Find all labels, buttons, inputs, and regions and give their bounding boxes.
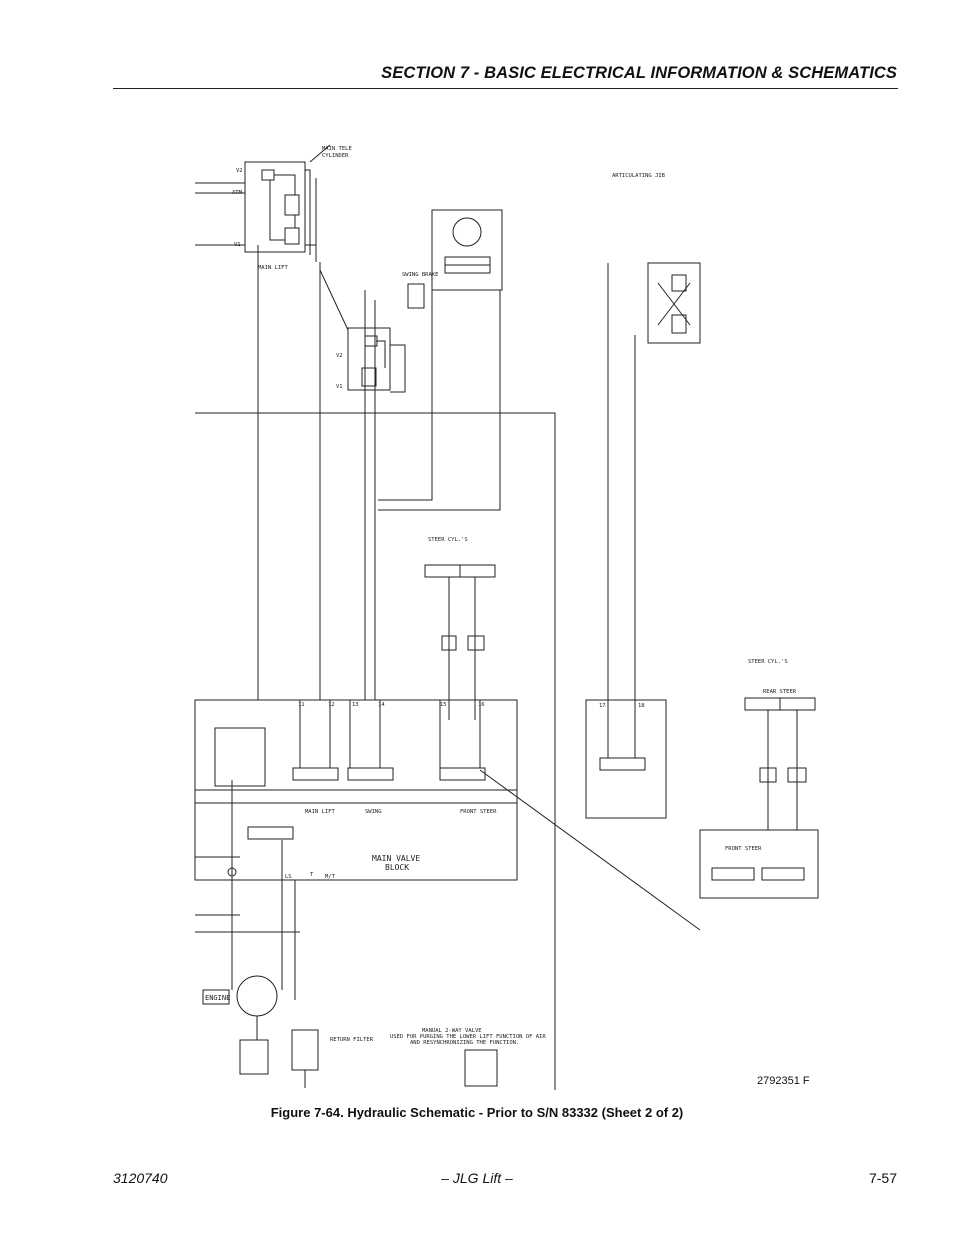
rear-steer-cyls-label: STEER CYL.'S [748, 659, 788, 665]
doc-number: 3120740 [113, 1170, 168, 1186]
swing-section-label: SWING [365, 809, 382, 815]
articulating-jib-valve [647, 262, 701, 344]
front-steer-cylinders [424, 564, 496, 720]
swing-brake-label: SWING BRAKE [402, 272, 438, 278]
engine-label: ENGINE [205, 994, 230, 1002]
section-title: SECTION 7 - BASIC ELECTRICAL INFORMATION… [381, 64, 897, 82]
main-tele-cylinder-label: CYLINDER [322, 153, 349, 159]
main-valve-block-label-2: BLOCK [385, 863, 409, 872]
main-valve-block [194, 699, 518, 881]
front-steer-valve-label: FRONT STEER [725, 846, 762, 852]
manual-valve-line1: MANUAL 2-WAY VALVE [422, 1028, 482, 1034]
main-lift-valve [347, 327, 406, 393]
port-v2-lift: V2 [336, 353, 343, 359]
port-13: 13 [352, 702, 359, 708]
figure-caption: Figure 7-64. Hydraulic Schematic - Prior… [270, 1105, 684, 1120]
port-v2-tele: V2 [236, 168, 243, 174]
articulating-jib-section [585, 699, 667, 819]
port-18: 18 [638, 703, 645, 709]
header-rule [113, 88, 898, 89]
manual-valve-line2: USED FOR PURGING THE LOWER LIFT FUNCTION… [390, 1034, 546, 1040]
articulating-jib-label: ARTICULATING JIB [612, 173, 666, 179]
main-valve-block-label-1: MAIN VALVE [372, 854, 420, 863]
port-14: 14 [378, 702, 385, 708]
drawing-number: 2792351 F [757, 1075, 810, 1087]
steer-valve-block [699, 829, 819, 899]
rear-steer-label: REAR STEER [763, 689, 797, 695]
port-mt: M/T [325, 874, 336, 880]
port-12: 12 [328, 702, 335, 708]
main-tele-label: MAIN TELE [322, 146, 352, 152]
main-tele-valve [244, 161, 317, 262]
port-17: 17 [599, 703, 606, 709]
port-v1-lift: V1 [336, 384, 343, 390]
port-11: 11 [298, 702, 305, 708]
port-ls: LS [285, 874, 292, 880]
port-15: 15 [440, 702, 447, 708]
front-steer-cyls-label: STEER CYL.'S [428, 537, 468, 543]
swing-motor [407, 209, 503, 309]
main-lift-label: MAIN LIFT [258, 265, 288, 271]
return-filter-label: RETURN FILTER [330, 1037, 374, 1043]
front-steer-label: FRONT STEER [460, 809, 497, 815]
main-lift-section-label: MAIN LIFT [305, 809, 335, 815]
port-t: T [310, 872, 314, 878]
port-16: 16 [478, 702, 485, 708]
manual-valve-line3: AND RESYNCHRONIZING THE FUNCTION. [410, 1040, 519, 1046]
port-atm: ATM [232, 190, 243, 196]
port-v1-tele: V1 [234, 242, 241, 248]
rear-steer-cylinders [744, 697, 816, 830]
page-number: 7-57 [868, 1170, 897, 1186]
publisher: – JLG Lift – [441, 1170, 513, 1186]
